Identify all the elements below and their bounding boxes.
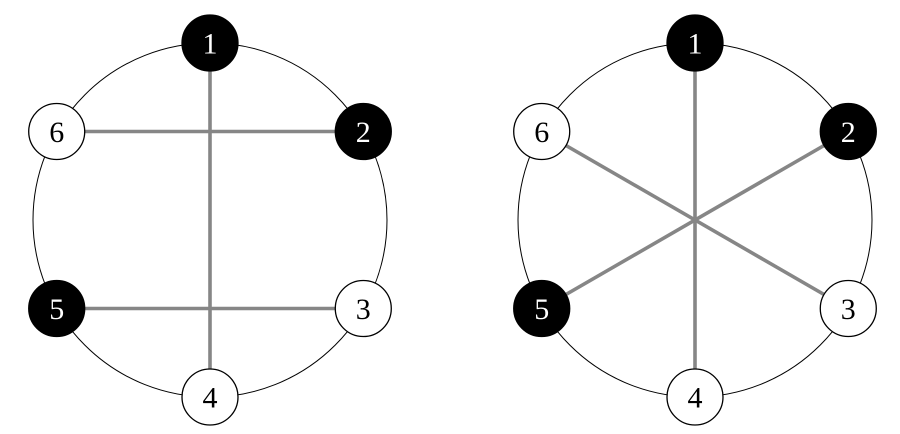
- node-1: [666, 14, 724, 72]
- node-1-label: 1: [203, 28, 218, 61]
- node-5-label: 5: [534, 293, 549, 326]
- node-5-label: 5: [49, 293, 64, 326]
- node-3: [819, 279, 877, 338]
- node-3-label: 3: [356, 293, 371, 326]
- node-6-label: 6: [534, 116, 549, 149]
- node-4-label: 4: [688, 382, 703, 415]
- node-1-label: 1: [688, 28, 703, 61]
- node-2-label: 2: [841, 116, 856, 149]
- node-3-label: 3: [841, 293, 856, 326]
- node-2: [819, 102, 877, 161]
- matching-left: 1 2 3 4 5 6: [28, 14, 392, 426]
- node-3: [334, 279, 392, 338]
- node-1: [181, 14, 239, 72]
- node-5: [28, 279, 86, 338]
- node-4: [666, 368, 724, 426]
- node-6-label: 6: [49, 116, 64, 149]
- matching-right: 1 2 3 4 5 6: [513, 14, 877, 426]
- node-2: [334, 102, 392, 161]
- edge-6-3: [540, 129, 850, 311]
- node-4-label: 4: [203, 382, 218, 415]
- node-6: [28, 102, 86, 161]
- node-2-label: 2: [356, 116, 371, 149]
- node-6: [513, 102, 571, 161]
- node-4: [181, 368, 239, 426]
- node-5: [513, 279, 571, 338]
